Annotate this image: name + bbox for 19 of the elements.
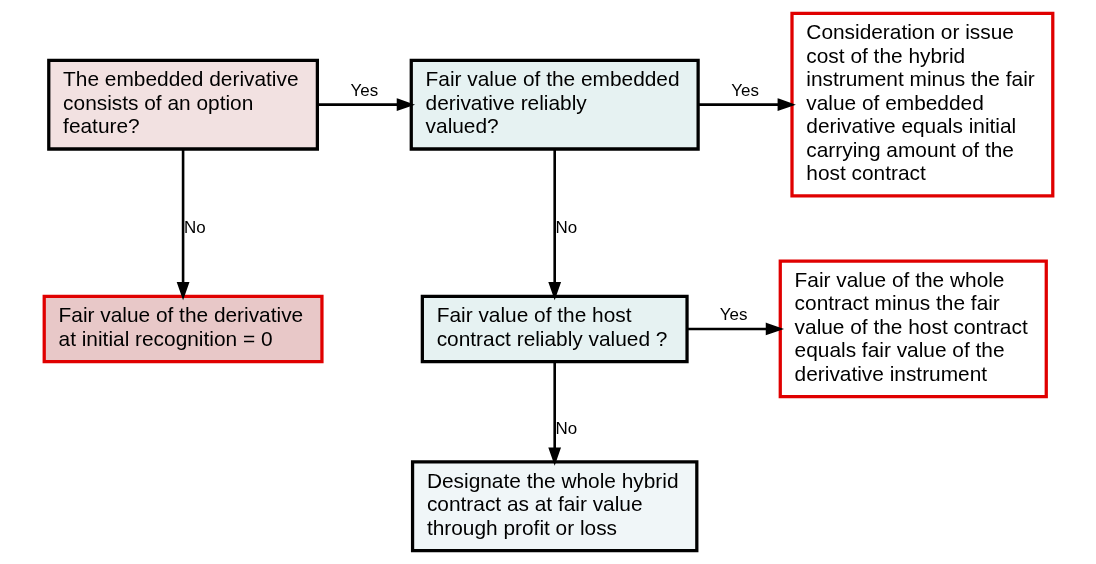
edge-label: No — [183, 217, 206, 237]
node-box: Fair value of the host contract reliably valued ? — [420, 294, 689, 364]
arrow — [176, 149, 189, 301]
arrow — [686, 322, 784, 336]
arrow — [697, 98, 796, 112]
arrow — [547, 149, 561, 301]
node-box: Fair value of the whole contract minus the fair value of the host contract equals fair value of the derivative instrument — [778, 259, 1048, 399]
node-box: Consideration or issue cost of the hybrid instrument minus the fair value of embedded derivative equals initial carrying amount of the host contract — [789, 11, 1054, 198]
edge-label: Yes — [350, 81, 378, 101]
edge-label: Yes — [730, 81, 759, 101]
edge-label: No — [555, 217, 577, 237]
node-box: The embedded derivative consists of an option feature? — [46, 58, 319, 151]
node-box: Fair value of the embedded derivative reliably valued? — [409, 58, 700, 151]
arrow — [547, 361, 561, 466]
edge-label: No — [555, 418, 577, 438]
node-box: Designate the whole hybrid contract as at fair value through profit or loss — [410, 460, 698, 553]
arrow — [317, 98, 415, 112]
node-box: Fair value of the derivative at initial recognition = 0 — [42, 294, 324, 364]
edge-label: Yes — [719, 305, 747, 325]
